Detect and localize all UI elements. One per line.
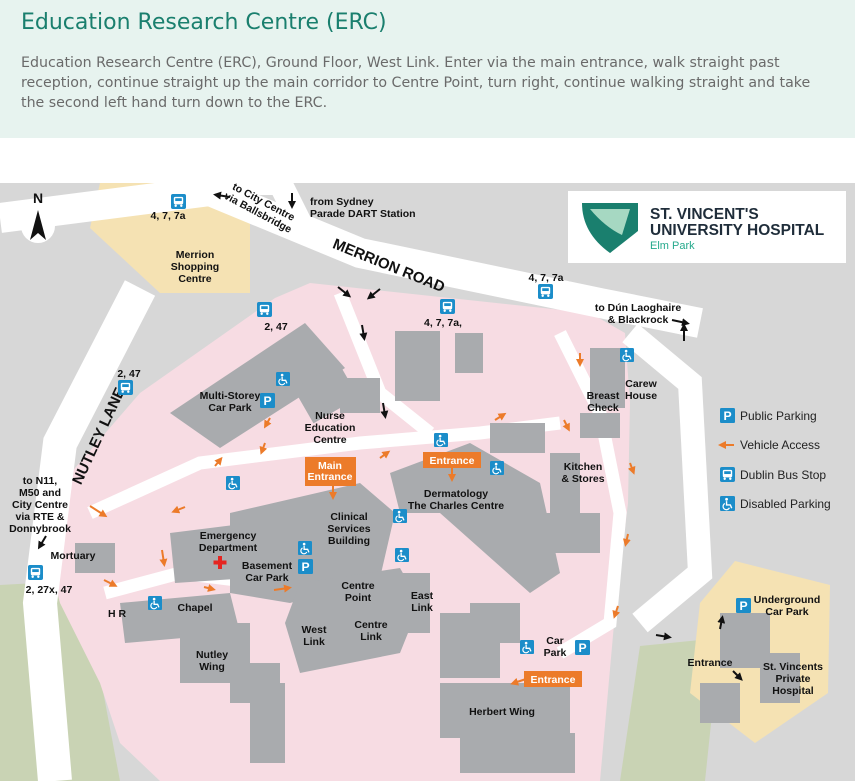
svg-text:Entrance: Entrance (531, 674, 576, 686)
south-entrance-badge (524, 671, 582, 687)
disabled-parking-icon (298, 541, 312, 555)
disabled-parking-icon (226, 476, 240, 490)
bus-stop-icon (28, 565, 43, 580)
svg-text:2, 47: 2, 47 (117, 368, 141, 380)
svg-text:4, 7, 7a: 4, 7, 7a (150, 210, 185, 222)
page-title: Education Research Centre (ERC) (21, 10, 387, 35)
right-road (622, 323, 713, 633)
top-road (200, 183, 311, 229)
svg-text:2, 47: 2, 47 (264, 321, 288, 333)
logo-line1: ST. VINCENT'S (650, 206, 759, 223)
svg-text:to Dún Laoghaire& Blackrock: to Dún Laoghaire& Blackrock (595, 302, 681, 326)
main-entrance-badge (305, 457, 356, 486)
svg-text:Chapel: Chapel (177, 602, 212, 614)
bus-stop-icon (257, 302, 272, 317)
legend-label: Vehicle Access (740, 438, 820, 452)
svg-text:4, 7, 7a: 4, 7, 7a (528, 272, 563, 284)
vehicle-access-arrows (89, 353, 636, 686)
legend-bus-icon (720, 467, 735, 482)
north-label: N (33, 190, 43, 206)
disabled-parking-icon (148, 596, 162, 610)
logo-line3: Elm Park (650, 240, 695, 252)
dermatology-entrance-badge (423, 452, 481, 468)
logo-line2: UNIVERSITY HOSPITAL (650, 222, 824, 239)
legend-parking-icon (720, 408, 735, 423)
buildings (75, 323, 800, 773)
svg-text:Mortuary: Mortuary (51, 550, 96, 562)
svg-text:Entrance: Entrance (688, 657, 733, 669)
svg-text:2, 27x, 47: 2, 27x, 47 (26, 584, 73, 596)
bus-stops: 4, 7, 7a 4, 7, 7a, 4, 7, 7a 2, 47 2, 47 … (26, 194, 564, 596)
directions-text: Education Research Centre (ERC), Ground … (21, 55, 811, 111)
svg-text:H R: H R (108, 608, 127, 620)
map-legend: Public Parking Vehicle Access Dublin Bus… (718, 408, 831, 511)
svg-text:4, 7, 7a,: 4, 7, 7a, (424, 317, 462, 329)
disabled-parking-icon (520, 640, 534, 654)
legend-label: Dublin Bus Stop (740, 468, 826, 482)
parking-icon (260, 393, 275, 408)
svg-text:Entrance: Entrance (430, 455, 475, 467)
parking-icon (736, 598, 751, 613)
legend-label: Public Parking (740, 409, 817, 423)
svg-text:Kitchen& Stores: Kitchen& Stores (561, 461, 604, 485)
bus-stop-icon (440, 299, 455, 314)
north-arrow: N (21, 190, 55, 243)
parking-icon (298, 559, 313, 574)
traffic-arrows (37, 191, 743, 681)
disabled-parking-icon (276, 372, 290, 386)
bus-stop-icon (171, 194, 186, 209)
bus-stop-icon (118, 380, 133, 395)
merrion-road (0, 183, 703, 338)
hospital-logo: ST. VINCENT'S UNIVERSITY HOSPITAL Elm Pa… (568, 191, 846, 263)
parking-icon (575, 640, 590, 655)
disabled-parking-icon (395, 548, 409, 562)
page-header: Education Research Centre (ERC) Educatio… (0, 0, 855, 138)
disabled-parking-icon (434, 433, 448, 447)
disabled-parking-icon (393, 509, 407, 523)
disabled-parking-icon (490, 461, 504, 475)
campus-map: P (0, 183, 855, 781)
disabled-parking-icon (620, 348, 634, 362)
legend-disabled-icon (720, 496, 735, 511)
emergency-cross-icon (213, 556, 227, 569)
nutley-lane (22, 280, 156, 781)
legend-label: Disabled Parking (740, 497, 831, 511)
svg-text:Herbert Wing: Herbert Wing (469, 706, 535, 718)
bus-stop-icon (538, 284, 553, 299)
